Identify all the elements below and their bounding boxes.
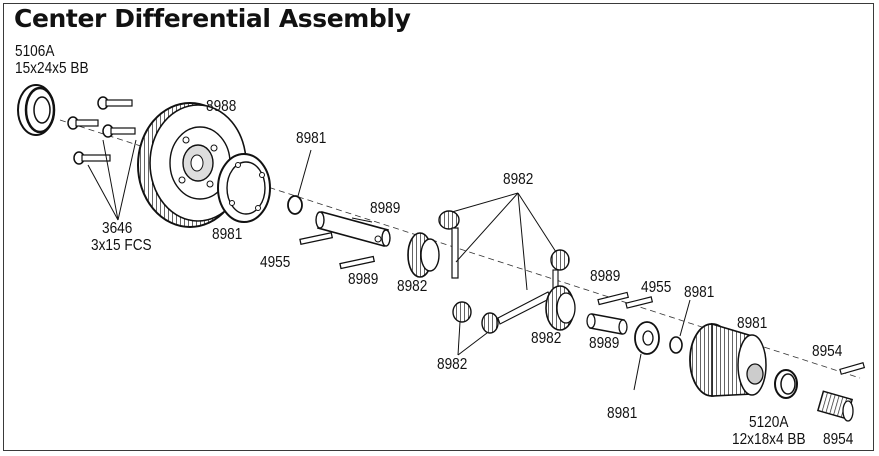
pin-8989-a	[339, 255, 376, 270]
pin-4955-b	[625, 296, 654, 309]
label-3646-spec: 3x15 FCS	[91, 237, 152, 254]
washer-8981-small	[669, 336, 683, 354]
gasket-8981	[217, 153, 271, 223]
label-4955-left: 4955	[260, 254, 291, 271]
label-8989-pin-left: 8989	[348, 271, 379, 288]
bevel-gear-8982-large-right	[545, 285, 576, 331]
label-8981-washer-bottom: 8981	[607, 405, 638, 422]
label-8989-pin-right: 8989	[590, 268, 621, 285]
label-5106a-spec: 15x24x5 BB	[15, 60, 89, 77]
bevel-gear-8982-small-right	[550, 249, 570, 293]
label-8981-washer-top: 8981	[296, 130, 327, 147]
callout-8981-a	[297, 149, 312, 197]
bevel-gear-8982-mid	[481, 291, 552, 334]
pin-8954	[839, 362, 866, 375]
washer-8981-a	[287, 195, 303, 215]
label-5120a-spec: 12x18x4 BB	[732, 431, 806, 448]
callout-3646	[87, 139, 137, 221]
bearing-5120a	[774, 369, 798, 399]
label-8988: 8988	[206, 98, 237, 115]
label-8989-shaft-top: 8989	[370, 200, 401, 217]
screws-3646	[67, 96, 136, 165]
label-4955-right: 4955	[641, 279, 672, 296]
shaft-8989-a	[315, 211, 391, 247]
callout-8989-a	[351, 217, 373, 223]
pin-8989-b	[597, 291, 630, 306]
label-8954-output: 8954	[823, 431, 854, 448]
label-8982-top: 8982	[503, 171, 534, 188]
spur-gear-8988	[137, 102, 247, 228]
label-8982-bottom: 8982	[437, 356, 468, 373]
callout-8981-right	[679, 299, 691, 337]
shaft-8989-b	[586, 313, 628, 335]
label-8981-housing: 8981	[737, 315, 768, 332]
label-8981-washer-right: 8981	[684, 284, 715, 301]
bevel-gear-8982-small-top	[438, 210, 460, 279]
callout-8981-bottom	[633, 353, 642, 391]
label-8989-shaft-right: 8989	[589, 335, 620, 352]
label-5106a-part: 5106A	[15, 43, 55, 60]
bevel-gear-8982-small-bottom	[452, 301, 472, 323]
label-8954-pin: 8954	[812, 343, 843, 360]
label-8982-right: 8982	[531, 330, 562, 347]
bearing-5106a	[17, 84, 56, 136]
label-8982-left: 8982	[397, 278, 428, 295]
pin-4955-a	[299, 231, 334, 246]
washer-8981-large	[634, 321, 660, 355]
label-5120a-part: 5120A	[749, 414, 789, 431]
label-3646-part: 3646	[102, 220, 133, 237]
diff-housing-8981	[689, 322, 767, 397]
callout-8982-top	[451, 192, 557, 291]
callout-8982-bottom	[457, 321, 488, 356]
page-title: Center Differential Assembly	[14, 4, 411, 33]
label-8981-ring: 8981	[212, 226, 243, 243]
bevel-gear-8982-large-left	[407, 232, 440, 278]
output-8954	[816, 390, 854, 422]
